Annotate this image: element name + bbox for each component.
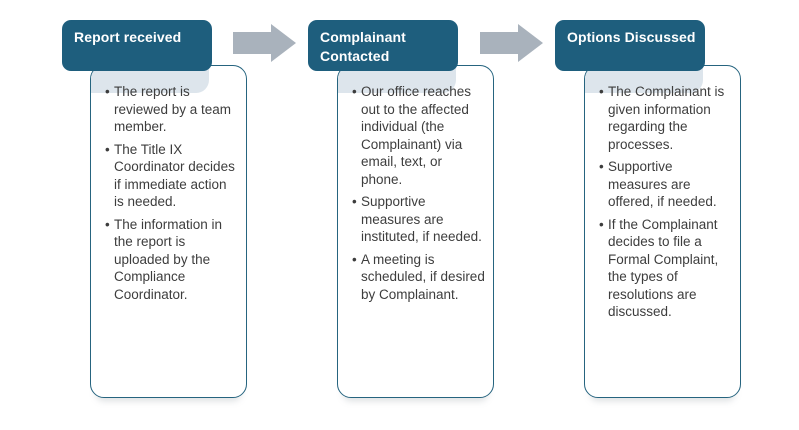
bullet-list: The report is reviewed by a team member.… (91, 66, 246, 303)
stage-header-complainant-contacted: Complainant Contacted (308, 20, 458, 71)
bullet-item: The report is reviewed by a team member. (105, 83, 239, 136)
bullet-list: Our office reaches out to the affected i… (338, 66, 493, 303)
stage-body-report-received: The report is reviewed by a team member.… (90, 65, 247, 398)
bullet-item: The information in the report is uploade… (105, 216, 239, 304)
stage-body-options-discussed: The Complainant is given information reg… (584, 65, 741, 398)
bullet-item: A meeting is scheduled, if desired by Co… (352, 251, 486, 304)
bullet-item: The Complainant is given information reg… (599, 83, 733, 153)
bullet-item: Supportive measures are offered, if need… (599, 158, 733, 211)
stage-body-complainant-contacted: Our office reaches out to the affected i… (337, 65, 494, 398)
bullet-list: The Complainant is given information reg… (585, 66, 740, 321)
bullet-item: Supportive measures are instituted, if n… (352, 193, 486, 246)
stage-header-report-received: Report received (62, 20, 212, 71)
bullet-item: If the Complainant decides to file a For… (599, 216, 733, 321)
stage-header-options-discussed: Options Discussed (555, 20, 705, 71)
bullet-item: The Title IX Coordinator decides if imme… (105, 141, 239, 211)
arrow-right-icon (233, 24, 296, 62)
bullet-item: Our office reaches out to the affected i… (352, 83, 486, 188)
arrow-right-icon (480, 24, 543, 62)
